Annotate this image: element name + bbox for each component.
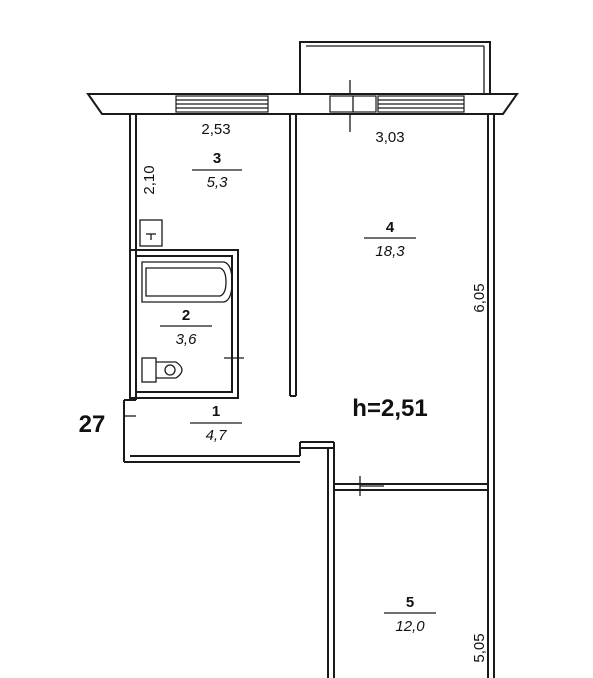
dimension-room3-width: 2,53 [201, 121, 230, 138]
room-area: 18,3 [375, 243, 405, 260]
dimension-room5-depth: 5,05 [471, 633, 488, 662]
room-area: 4,7 [206, 427, 228, 444]
right-wall [487, 114, 495, 678]
room-number: 2 [182, 307, 190, 324]
room-number: 4 [386, 219, 395, 236]
apartment-number: 27 [79, 411, 106, 438]
room-label-4: 4 18,3 [364, 219, 416, 260]
corridor-walls [299, 441, 335, 678]
facade-wall [86, 93, 519, 115]
room-label-1: 1 4,7 [190, 403, 242, 444]
room-area: 3,6 [176, 331, 198, 348]
room-number: 1 [212, 403, 220, 420]
toilet [141, 357, 183, 383]
sink [139, 219, 163, 247]
partition-3-4 [289, 114, 297, 397]
room-area: 5,3 [207, 174, 229, 191]
dimension-room3-depth: 2,10 [141, 165, 158, 194]
bathroom-walls [129, 249, 244, 399]
room-label-2: 2 3,6 [160, 307, 212, 348]
partition-4-5 [334, 476, 488, 496]
dimension-room4-depth: 6,05 [471, 283, 488, 312]
room-area: 12,0 [395, 618, 425, 635]
balcony [299, 41, 491, 132]
room-label-5: 5 12,0 [384, 594, 436, 635]
room-number: 5 [406, 594, 414, 611]
dimension-room4-width: 3,03 [375, 129, 404, 146]
bathtub [141, 261, 233, 303]
room-label-3: 3 5,3 [192, 150, 242, 191]
ceiling-height: h=2,51 [352, 395, 427, 422]
room-number: 3 [213, 150, 221, 167]
